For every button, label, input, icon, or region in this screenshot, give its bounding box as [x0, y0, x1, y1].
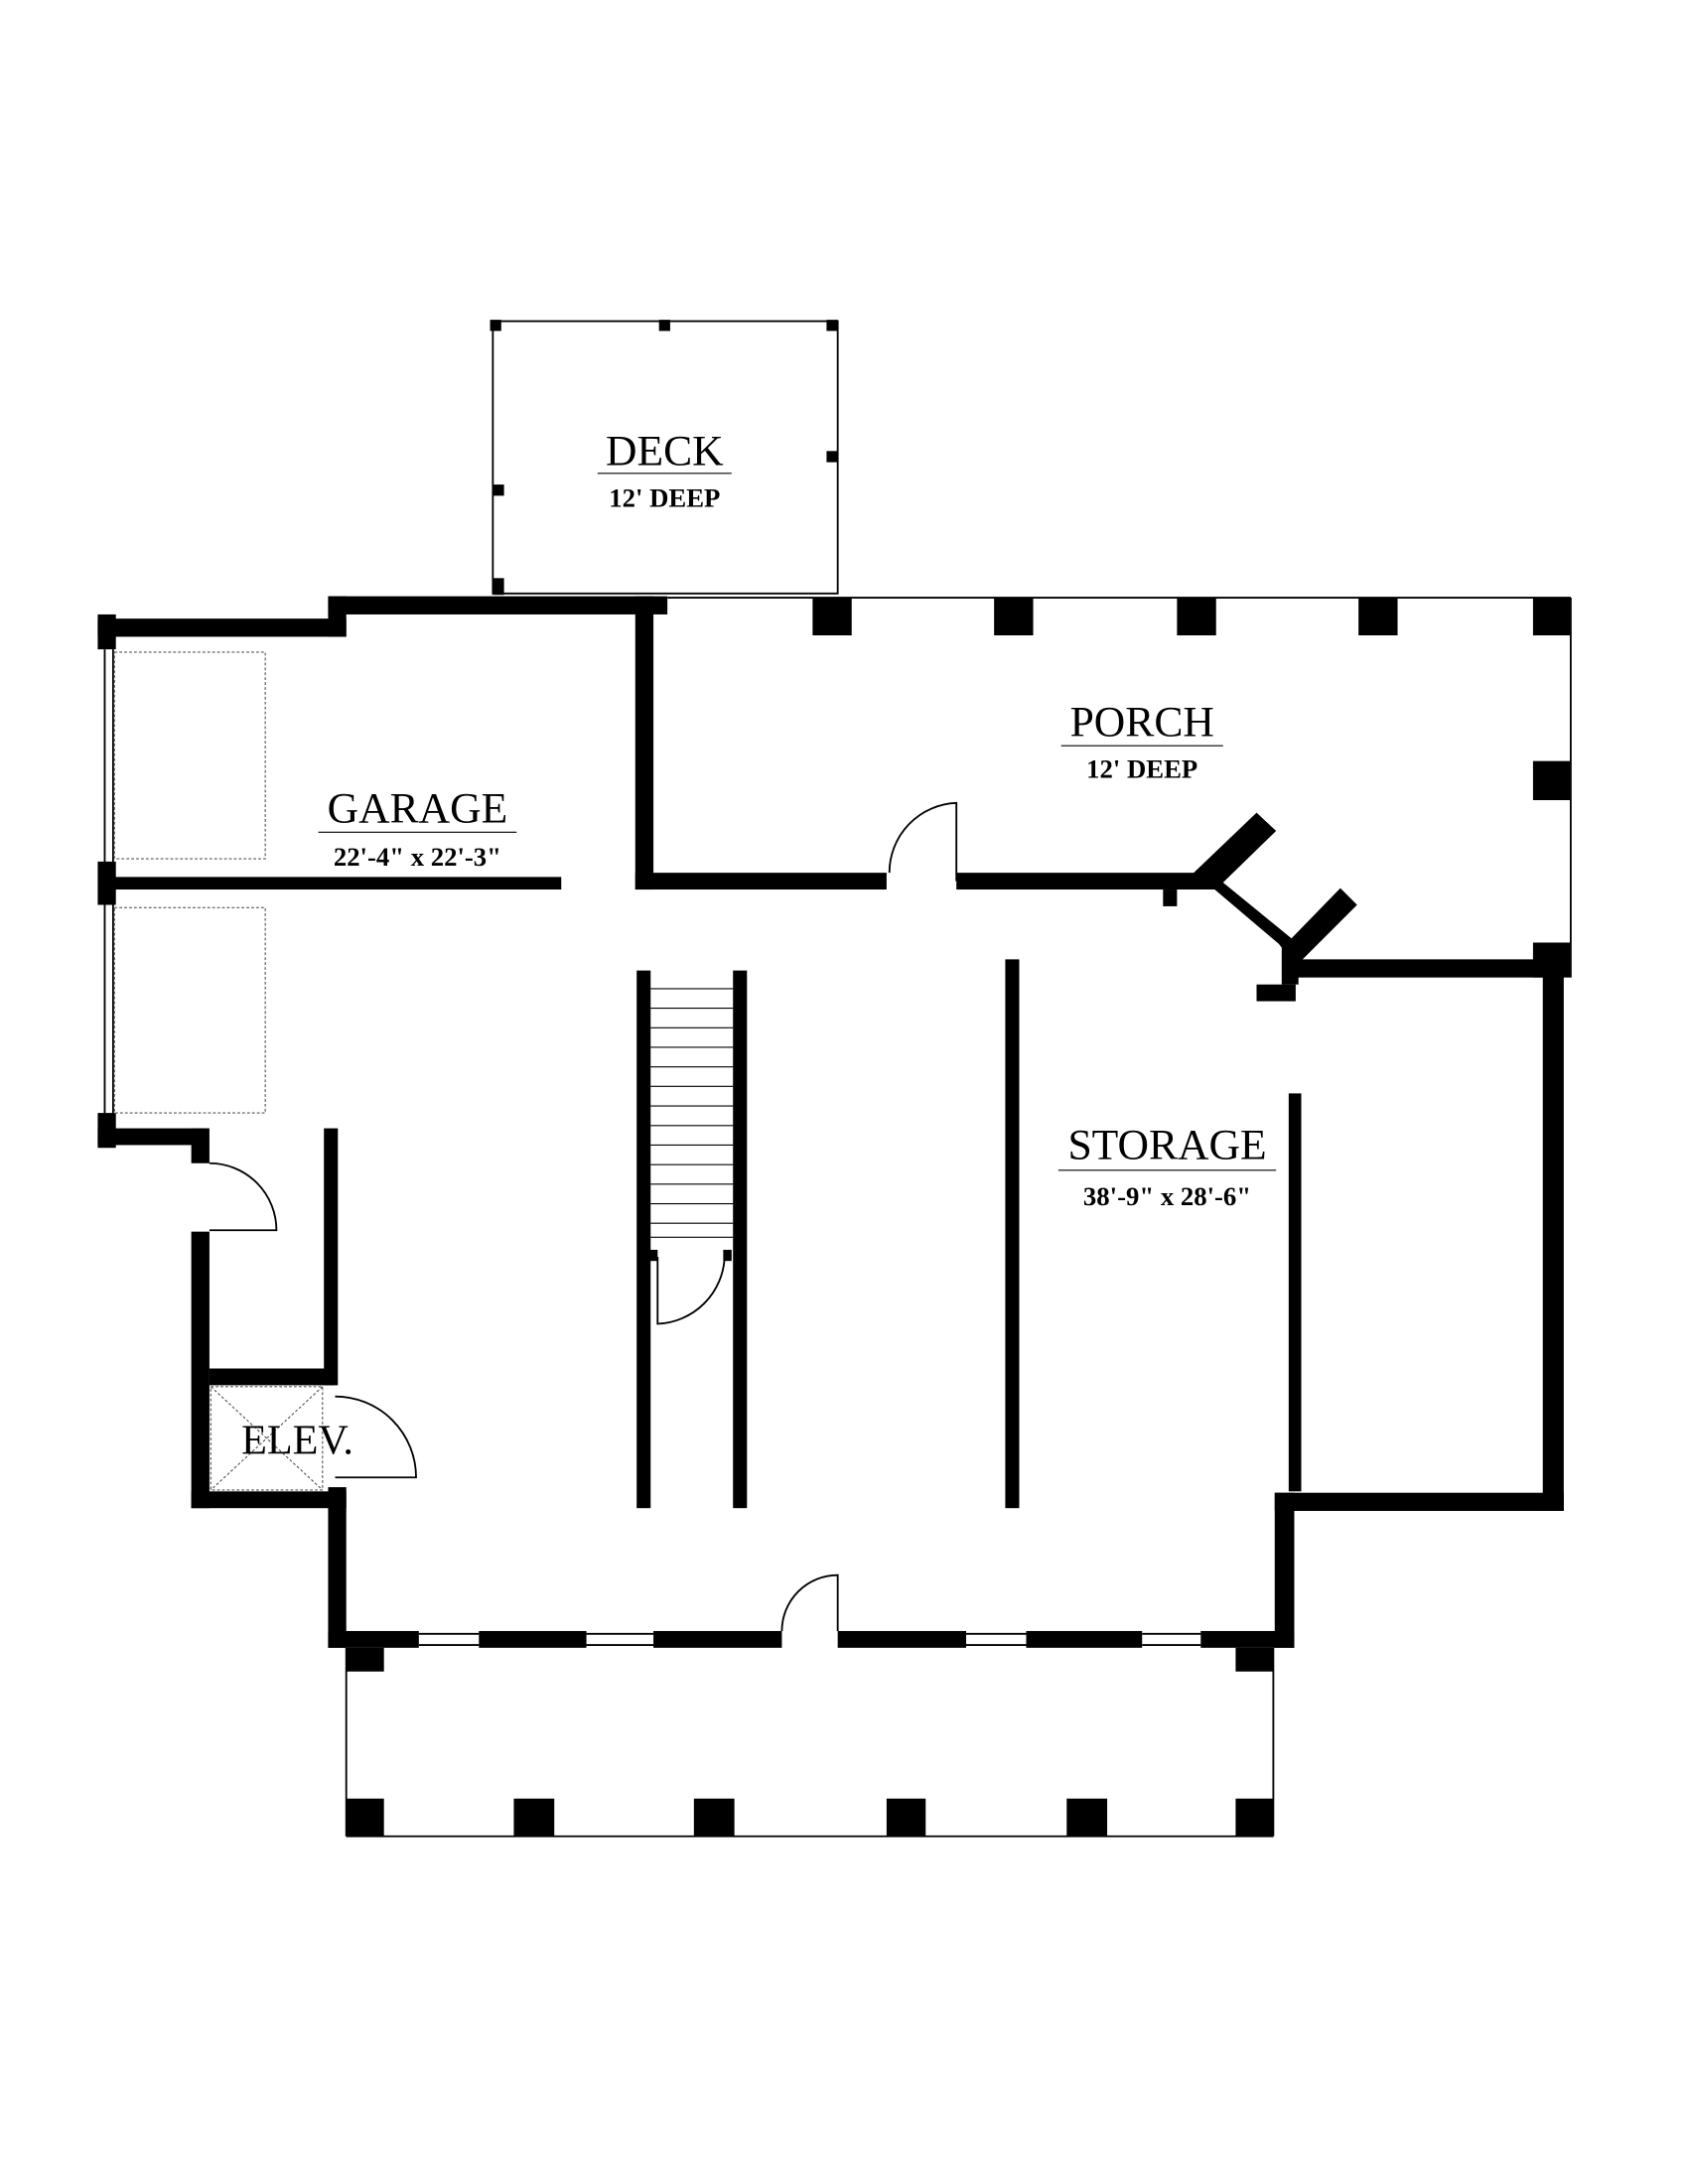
- elevator-label: ELEV.: [241, 1417, 353, 1463]
- doors: [209, 801, 958, 1631]
- elevator: [210, 1386, 324, 1491]
- stair-treads: [650, 988, 734, 1238]
- front-porch: [345, 1647, 1275, 1838]
- room-label-porch: PORCH: [1070, 698, 1214, 746]
- room-label-deck: DECK: [606, 427, 724, 475]
- porch: [667, 597, 1572, 978]
- room-size-garage: 22'-4" x 22'-3": [334, 842, 501, 872]
- room-size-porch: 12' DEEP: [1086, 753, 1197, 783]
- room-size-storage: 38'-9" x 28'-6": [1083, 1181, 1251, 1211]
- room-label-storage: STORAGE: [1067, 1122, 1266, 1169]
- room-size-deck: 12' DEEP: [609, 483, 720, 513]
- walls: [97, 596, 1564, 1648]
- room-label-garage: GARAGE: [328, 785, 508, 833]
- deck: [490, 320, 839, 596]
